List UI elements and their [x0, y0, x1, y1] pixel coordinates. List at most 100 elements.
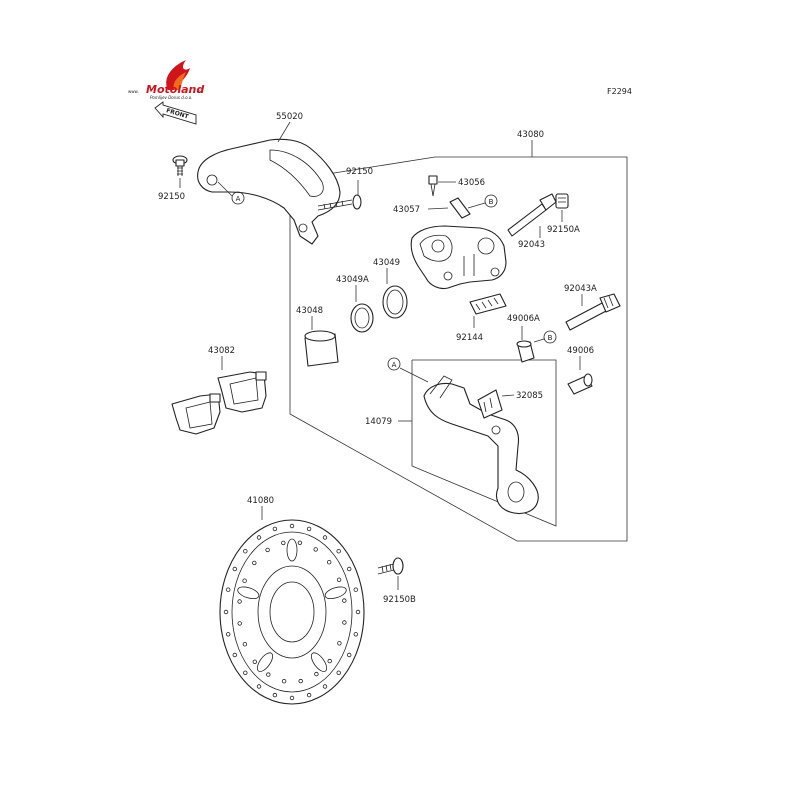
part-92150-right-bolt: 92150: [317, 167, 373, 211]
disc-hole: [243, 670, 248, 675]
disc-hole: [313, 547, 318, 552]
disc-hole: [232, 566, 237, 572]
disc-hole: [353, 587, 358, 592]
part-43057-cap: 43057 B: [393, 194, 498, 219]
callout-a-circle: [231, 191, 245, 205]
disc-hole: [242, 642, 248, 647]
motoland-logo: Motoland www. .si Pomlijev Dorus d.o.o. …: [128, 60, 204, 125]
disc-hole: [342, 598, 347, 603]
disc-hole: [347, 566, 352, 572]
part-43082-brake-pads: 43082: [171, 346, 267, 435]
disc-hole: [347, 652, 352, 658]
part-14079-caliper-bracket: A: [387, 357, 539, 515]
disc-hole: [327, 658, 332, 664]
figure-code: F2294: [607, 87, 632, 96]
disc-slot: [256, 652, 274, 672]
part-43056-bleed-valve: 43056: [428, 175, 485, 197]
disc-hole: [353, 632, 358, 637]
label-43080: 43080: [517, 130, 544, 140]
label-43048: 43048: [296, 306, 323, 316]
disc-hole: [243, 549, 248, 554]
disc-hole: [306, 526, 312, 532]
label-32085: 32085: [516, 391, 543, 401]
part-92150a-screw: 92150A: [547, 193, 580, 235]
disc-hole: [237, 621, 242, 626]
label-43056: 43056: [458, 178, 485, 188]
disc-slot: [286, 538, 298, 562]
callout-a-label: A: [236, 195, 241, 203]
label-92150A: 92150A: [547, 225, 580, 235]
disc-hole: [289, 523, 295, 529]
disc-hole: [337, 641, 342, 646]
disc-hole: [256, 684, 262, 689]
label-92150-right: 92150: [346, 167, 373, 177]
disc-hole: [355, 609, 361, 615]
logo-tagline: Pomlijev Dorus d.o.o.: [150, 95, 193, 100]
callout-a-label-2: A: [392, 361, 397, 369]
part-caliper-body: [410, 225, 507, 290]
disc-holes: [223, 523, 361, 701]
disc-hole: [306, 692, 312, 698]
disc-hole: [242, 578, 247, 583]
part-92150b-bolt: 92150B: [377, 557, 416, 605]
label-92144: 92144: [456, 333, 483, 343]
logo-brand: Motoland: [146, 83, 204, 96]
front-arrow-icon: FRONT: [154, 101, 197, 125]
disc-hole: [289, 695, 295, 701]
disc-hole: [336, 577, 342, 582]
label-41080: 41080: [247, 496, 274, 506]
part-92043a-pin: 92043A: [564, 284, 621, 331]
callout-a-circle-2: [387, 357, 401, 371]
callout-b-circle-mid: [543, 330, 557, 344]
part-43049a-seal: 43049A: [336, 275, 374, 333]
label-43049: 43049: [373, 258, 400, 268]
disc-hole: [281, 679, 287, 684]
callout-b-circle-top: [484, 194, 498, 208]
part-41080-brake-disc: 41080: [219, 496, 365, 705]
flame-icon-inner: [173, 72, 186, 90]
part-92144-spring: 92144: [456, 293, 507, 343]
disc-hole: [272, 692, 278, 698]
label-55020: 55020: [276, 112, 303, 122]
label-49006A: 49006A: [507, 314, 540, 324]
assembly-bracket-43080: 43080: [289, 130, 628, 542]
disc-hole: [298, 678, 303, 684]
label-92043: 92043: [518, 240, 545, 250]
label-43082: 43082: [208, 346, 235, 356]
disc-hole: [297, 540, 303, 545]
disc-hole: [314, 671, 319, 677]
disc-hole: [225, 632, 231, 637]
disc-hole: [252, 560, 257, 566]
part-32085-pad-spring: 32085: [477, 389, 543, 419]
disc-slot: [237, 586, 260, 600]
part-55020-bracket: 55020 A: [197, 112, 341, 245]
disc-hole: [256, 535, 262, 540]
assembly-bracket-14079: 14079: [365, 359, 557, 527]
callout-b-label-mid: B: [548, 334, 553, 342]
part-43048-piston: 43048: [296, 306, 339, 367]
disc-slots: [237, 538, 347, 672]
disc-hole: [265, 547, 270, 553]
label-92150-left: 92150: [158, 192, 185, 202]
disc-hole: [322, 535, 328, 540]
disc-hole: [237, 599, 242, 604]
disc-hole: [252, 659, 257, 664]
part-49006a-boot: 49006A B: [507, 314, 557, 363]
callout-b-label-top: B: [489, 198, 494, 206]
label-92150B: 92150B: [383, 595, 416, 605]
disc-hole: [272, 526, 278, 532]
label-92043A: 92043A: [564, 284, 597, 294]
flame-icon: [166, 60, 190, 90]
disc-hole: [223, 609, 229, 615]
disc-hole: [232, 652, 237, 658]
disc-slot: [324, 586, 347, 600]
disc-hole: [266, 672, 271, 677]
disc-hole: [327, 560, 332, 565]
part-92150-left-bolt: 92150: [158, 155, 188, 202]
label-14079: 14079: [365, 417, 392, 427]
part-43049-seal: 43049: [373, 258, 408, 319]
disc-hole: [322, 684, 328, 689]
part-49006-boot: 49006: [567, 346, 594, 395]
label-43057: 43057: [393, 205, 420, 215]
